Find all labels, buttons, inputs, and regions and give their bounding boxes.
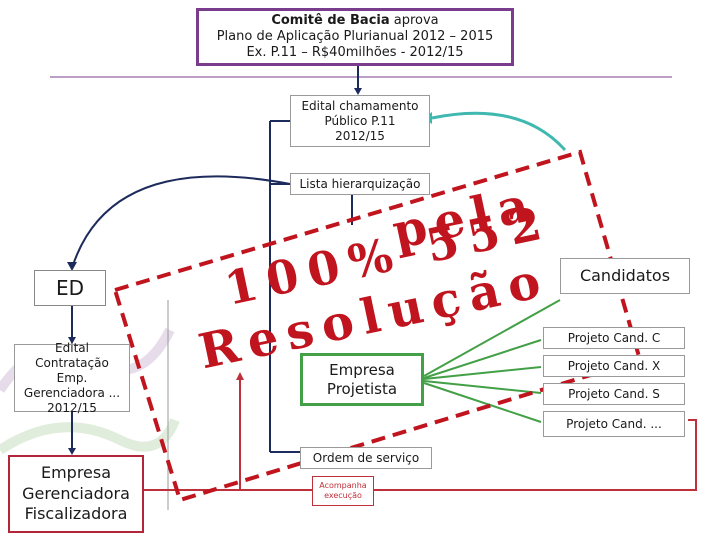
navy-arrow-head: [67, 262, 77, 271]
arrow-head: [354, 88, 362, 95]
edital-chamamento-box: Edital chamamento Público P.11 2012/15: [290, 95, 430, 147]
ordem-servico-text: Ordem de serviço: [312, 450, 420, 465]
ed-text: ED: [55, 275, 85, 300]
plan-label: Plano de Aplicação Plurianual 2012 – 201…: [216, 28, 494, 44]
projeto-label: Projeto Cand. X: [567, 359, 661, 373]
empresa-projetista-text: Empresa Projetista: [326, 360, 398, 398]
edital-chamamento-text: Edital chamamento Público P.11 2012/15: [301, 98, 419, 143]
ed-box: ED: [34, 270, 106, 306]
green-arrow: [423, 366, 542, 380]
committee-label: Comitê de Bacia: [271, 12, 390, 28]
edital-contratacao-text: Edital Contratação Emp. Gerenciadora ...…: [23, 340, 121, 415]
green-arrow: [423, 299, 561, 377]
empresa-gerenciadora-text: Empresa Gerenciadora Fiscalizadora: [22, 462, 130, 524]
empresa-gerenciadora-box: Empresa Gerenciadora Fiscalizadora: [8, 455, 144, 533]
stamp-border: [112, 149, 643, 503]
acompanha-execucao-box: Acompanha execução: [312, 476, 374, 506]
green-arrow: [423, 382, 542, 423]
projeto-cand-more: Projeto Cand. ...: [543, 411, 685, 437]
ordem-servico-box: Ordem de serviço: [300, 447, 432, 469]
edital-contratacao-box: Edital Contratação Emp. Gerenciadora ...…: [14, 341, 130, 415]
red-arrow-head: [236, 372, 244, 380]
projeto-cand-x: Projeto Cand. X: [543, 355, 685, 377]
program-label: Ex. P.11 – R$40milhões - 2012/15: [246, 45, 464, 61]
arrow-head: [68, 337, 76, 344]
candidatos-box: Candidatos: [560, 258, 690, 294]
teal-curve: [431, 111, 567, 152]
navy-curve: [71, 175, 291, 269]
green-arrow: [423, 380, 542, 394]
projeto-cand-c: Projeto Cand. C: [543, 327, 685, 349]
projeto-label: Projeto Cand. ...: [566, 417, 662, 431]
empresa-projetista-box: Empresa Projetista: [300, 353, 424, 406]
acompanha-execucao-text: Acompanha execução: [319, 481, 367, 500]
arrow-head: [68, 448, 76, 455]
red-loop-right: [374, 419, 697, 491]
lista-text: Lista hierarquização: [299, 176, 421, 191]
approval-box: Comitê de Bacia aprova Plano de Aplicaçã…: [196, 8, 514, 66]
approves-label: aprova: [389, 12, 439, 28]
candidatos-text: Candidatos: [579, 266, 671, 285]
projeto-label: Projeto Cand. C: [567, 331, 661, 345]
green-arrow: [423, 339, 542, 379]
projeto-label: Projeto Cand. S: [568, 387, 660, 401]
lista-box: Lista hierarquização: [290, 173, 430, 195]
projeto-cand-s: Projeto Cand. S: [543, 383, 685, 405]
